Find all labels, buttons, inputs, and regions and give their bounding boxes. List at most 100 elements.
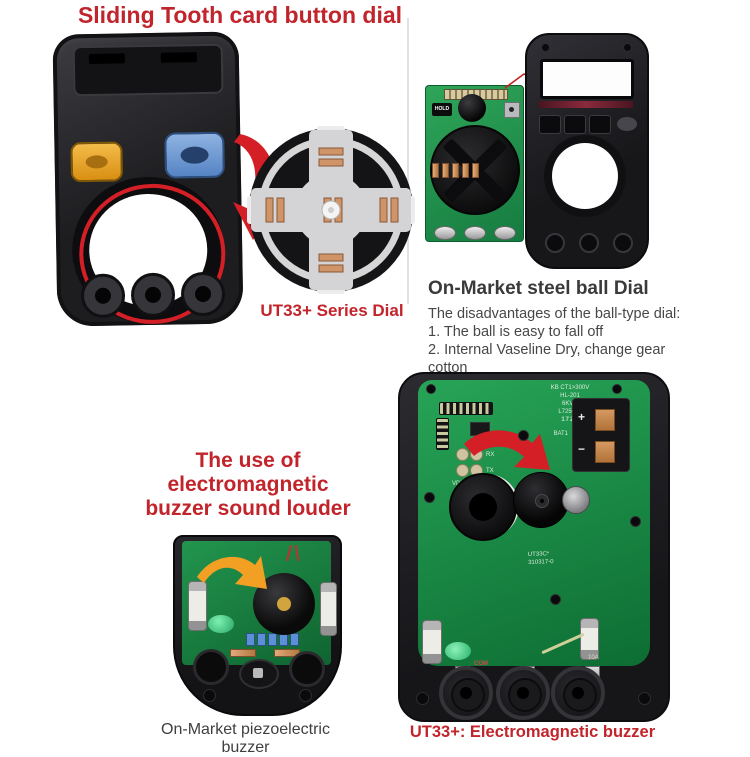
electromagnetic-buzzer bbox=[513, 472, 569, 528]
board-model-label: UT33C* 310317-0 bbox=[528, 549, 585, 567]
screw bbox=[630, 516, 641, 527]
tact-switch bbox=[504, 102, 520, 118]
jack-boss bbox=[180, 271, 226, 317]
button-recess bbox=[589, 115, 611, 134]
piezo-buzzer-meter-photo bbox=[173, 535, 342, 716]
copper-contact bbox=[442, 163, 449, 178]
oval-recess bbox=[617, 117, 637, 131]
fuse bbox=[422, 620, 442, 664]
input-jack bbox=[439, 666, 493, 720]
yellow-button bbox=[70, 141, 124, 183]
jack-hole bbox=[144, 286, 162, 304]
copper-contact bbox=[472, 163, 479, 178]
screw-contact bbox=[434, 226, 456, 240]
battery-contact bbox=[595, 441, 615, 463]
screw-post bbox=[545, 233, 565, 253]
caption-piezo-buzzer: On-Market piezoelectric buzzer bbox=[161, 721, 330, 756]
screw bbox=[416, 692, 429, 705]
button-recess bbox=[564, 115, 586, 134]
silkscreen-line: 1720 bbox=[561, 417, 579, 423]
column-divider bbox=[407, 18, 409, 304]
screw-post bbox=[613, 233, 633, 253]
silkscreen-line: HL-201 bbox=[560, 393, 580, 399]
screw bbox=[638, 692, 651, 705]
ball-dial-hub bbox=[430, 125, 520, 215]
heading-line: buzzer sound louder bbox=[145, 497, 351, 520]
com-label: COM bbox=[474, 661, 488, 667]
pcb-silkscreen-text: KB CT1>300V HL-201 6KVO L725075 1720 bbox=[530, 384, 610, 424]
minus-sign: − bbox=[578, 442, 586, 456]
tx-label: TX bbox=[486, 468, 494, 474]
electrolytic-capacitor bbox=[562, 486, 590, 514]
plus-sign: + bbox=[578, 410, 586, 424]
fuse bbox=[188, 581, 207, 631]
jack-hole bbox=[194, 285, 212, 303]
caption-electromagnetic-buzzer: UT33+: Electromagnetic buzzer bbox=[409, 723, 656, 741]
pin-header bbox=[439, 402, 493, 415]
input-jack bbox=[551, 666, 605, 720]
yellow-button-inner bbox=[85, 155, 108, 169]
battery-contact bbox=[595, 409, 615, 431]
pin-header bbox=[436, 418, 449, 450]
maroon-strip bbox=[539, 101, 633, 108]
fuse bbox=[580, 618, 599, 660]
silkscreen-line: KB CT1>300V bbox=[550, 385, 590, 391]
green-led bbox=[445, 642, 471, 660]
case-slot bbox=[88, 53, 125, 65]
steel-ball-disadvantages: The disadvantages of the ball-type dial:… bbox=[428, 305, 750, 377]
copper-pad bbox=[230, 649, 256, 657]
rx-label: RX bbox=[486, 452, 495, 458]
buzzer-dome bbox=[458, 94, 486, 122]
disadvantage-line: 2. Internal Vaseline Dry, change gear bbox=[428, 342, 666, 358]
title-sliding-tooth-dial: Sliding Tooth card button dial bbox=[77, 2, 403, 28]
screw-contact bbox=[464, 226, 486, 240]
heading-steel-ball-dial: On-Market steel ball Dial bbox=[428, 278, 649, 299]
capacitor bbox=[246, 633, 255, 646]
round-pad bbox=[456, 448, 469, 461]
lcd-recess bbox=[72, 43, 224, 97]
screw-contact bbox=[494, 226, 516, 240]
capacitor bbox=[290, 633, 299, 646]
disadvantage-line: 1. The ball is easy to fall off bbox=[428, 324, 604, 340]
screw bbox=[203, 689, 216, 702]
dial-hub bbox=[449, 473, 517, 541]
round-pad bbox=[456, 464, 469, 477]
screw bbox=[541, 43, 550, 52]
copper-contact bbox=[452, 163, 459, 178]
copper-contact bbox=[432, 163, 439, 178]
screw bbox=[424, 492, 435, 503]
electromagnetic-buzzer-meter-photo: KB CT1>300V HL-201 6KVO L725075 1720 + −… bbox=[398, 372, 670, 722]
green-component bbox=[208, 615, 234, 633]
capacitor bbox=[257, 633, 266, 646]
capacitor bbox=[268, 633, 277, 646]
battery-holder: + − bbox=[572, 398, 630, 472]
disadvantage-line: The disadvantages of the ball-type dial: bbox=[428, 306, 681, 322]
screw bbox=[299, 689, 312, 702]
round-component bbox=[239, 659, 279, 689]
dial-hole bbox=[552, 143, 618, 209]
copper-contact bbox=[462, 163, 469, 178]
screw bbox=[426, 384, 436, 394]
red-wire bbox=[294, 544, 300, 562]
fuse bbox=[320, 582, 337, 636]
slide-dial-disc-photo bbox=[247, 126, 415, 294]
screw bbox=[550, 594, 561, 605]
input-jack bbox=[496, 666, 550, 720]
blue-button-inner bbox=[180, 146, 209, 164]
silkscreen-line: L725075 bbox=[558, 409, 582, 415]
caption-ut33-series-dial: UT33+ Series Dial bbox=[260, 301, 404, 320]
screw bbox=[612, 384, 622, 394]
lcd-window-cutout bbox=[540, 59, 634, 99]
button-recess bbox=[539, 115, 561, 134]
screw bbox=[518, 430, 529, 441]
hold-chip: HOLD bbox=[432, 103, 452, 116]
silkscreen-line: 6KVO bbox=[561, 401, 578, 407]
screw bbox=[623, 43, 632, 52]
input-jack bbox=[289, 651, 325, 687]
capacitor-row bbox=[246, 633, 301, 651]
steel-ball-dial-pcb-photo: HOLD bbox=[425, 85, 524, 242]
red-curved-arrow-icon bbox=[464, 430, 550, 470]
heading-line: The use of electromagnetic bbox=[167, 449, 329, 496]
case-back-photo bbox=[525, 33, 649, 269]
input-jack bbox=[193, 649, 229, 685]
